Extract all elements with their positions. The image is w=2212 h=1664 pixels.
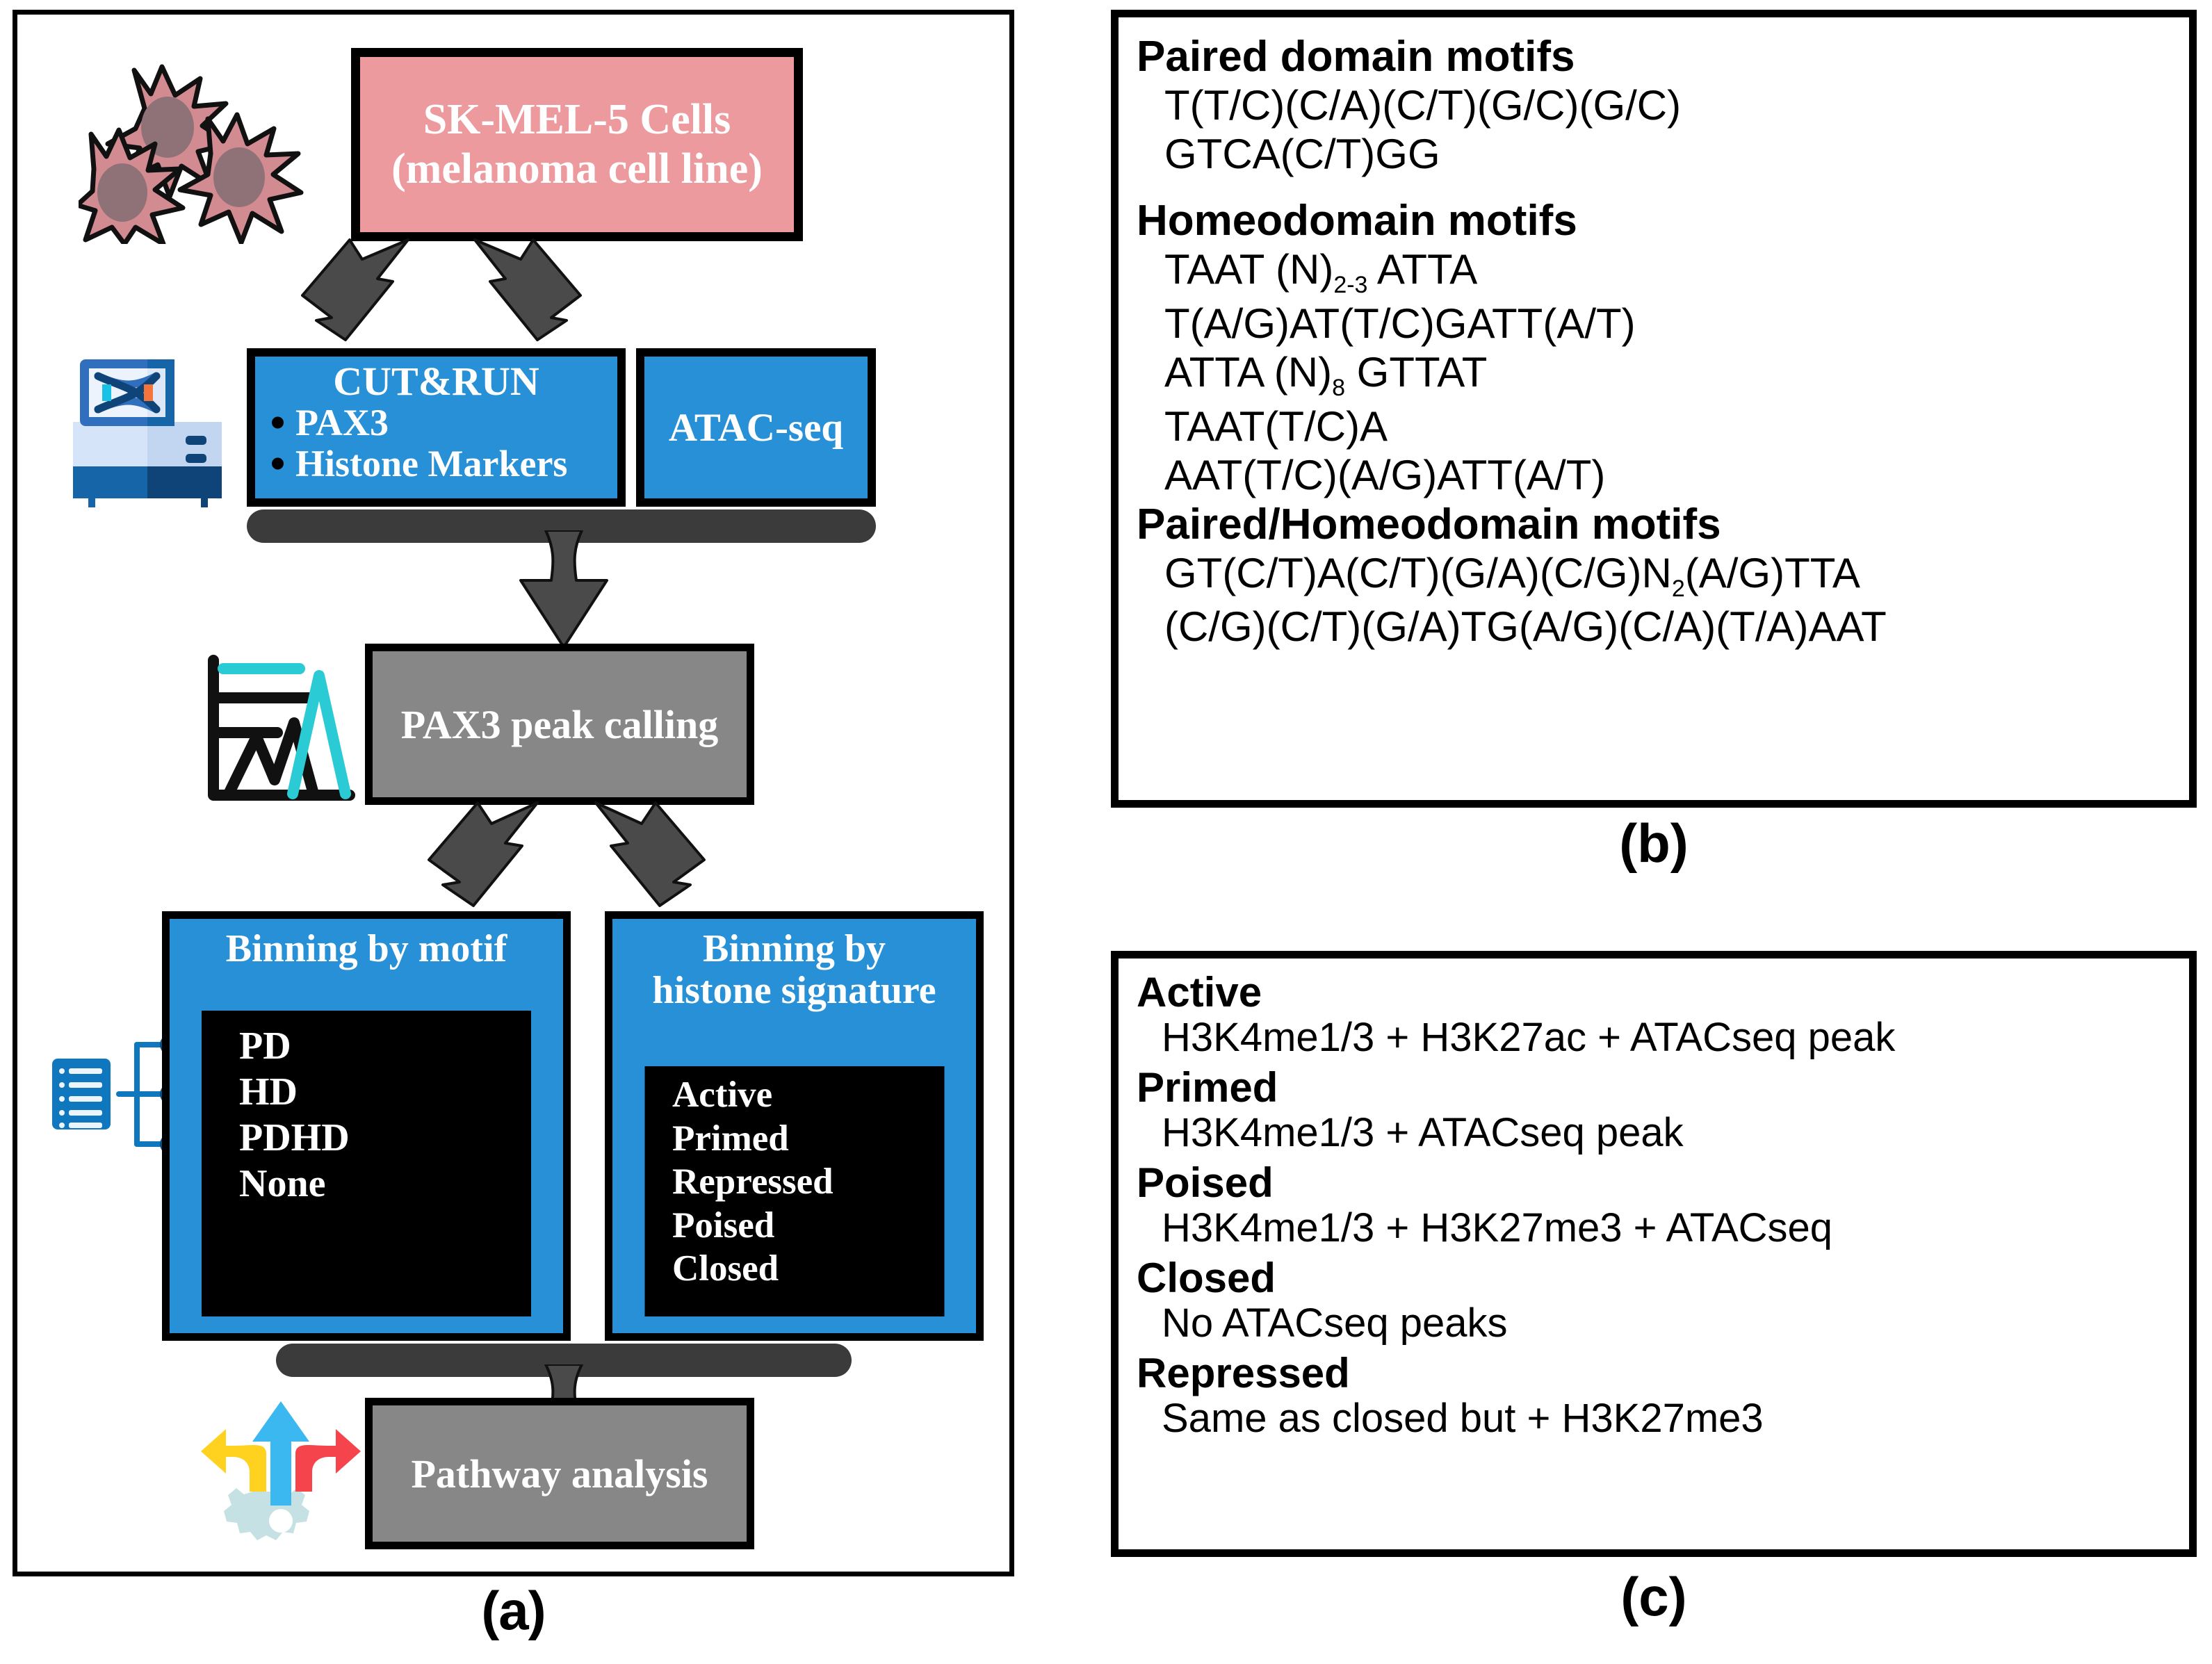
motif-group-heading-paired: Paired domain motifs bbox=[1137, 33, 1575, 81]
cells-icon bbox=[74, 42, 315, 247]
histone-state-def-primed: H3K4me1/3 + ATACseq peak bbox=[1162, 1109, 1684, 1155]
histone-bin-active: Active bbox=[672, 1075, 773, 1115]
sequencer-icon bbox=[67, 355, 227, 508]
binning-by-motif-inner: PD HD PDHD None bbox=[202, 1011, 531, 1316]
pathway-analysis-title: Pathway analysis bbox=[411, 1451, 708, 1496]
histone-state-name-poised: Poised bbox=[1137, 1159, 1274, 1206]
binning-by-histone-box: Binning by histone signature Active Prim… bbox=[605, 911, 984, 1341]
pathway-analysis-box: Pathway analysis bbox=[365, 1398, 754, 1549]
source-cell-line1: SK-MEL-5 Cells bbox=[423, 96, 731, 144]
histone-state-poised: Poised H3K4me1/3 + H3K27me3 + ATACseq bbox=[1137, 1159, 2171, 1251]
binning-by-histone-list: Active Primed Repressed Poised Closed bbox=[644, 1066, 944, 1291]
peak-chart-icon bbox=[197, 651, 358, 810]
histone-bin-closed: Closed bbox=[672, 1248, 779, 1289]
motif-homeo-4: TAAT(T/C)A bbox=[1164, 403, 1388, 450]
motif-paired-homeo-1: GT(C/T)A(C/T)(G/A)(C/G)N2(A/G)TTA bbox=[1164, 549, 1860, 602]
panel-b-caption: (b) bbox=[1619, 813, 1689, 874]
split-arrow-to-binning bbox=[428, 801, 706, 907]
motif-homeo-2: T(A/G)AT(T/C)GATT(A/T) bbox=[1164, 300, 1636, 348]
histone-state-primed: Primed H3K4me1/3 + ATACseq peak bbox=[1137, 1063, 2171, 1156]
histone-state-name-active: Active bbox=[1137, 969, 1262, 1015]
motif-bin-hd: HD bbox=[239, 1070, 298, 1114]
histone-bin-repressed: Repressed bbox=[672, 1161, 833, 1202]
source-cell-box: SK-MEL-5 Cells (melanoma cell line) bbox=[351, 48, 803, 241]
histone-state-closed: Closed No ATACseq peaks bbox=[1137, 1255, 2171, 1346]
split-arrow-to-assays bbox=[301, 238, 582, 341]
arrow-to-peak-calling bbox=[519, 530, 608, 649]
binning-by-histone-title-line1: Binning by bbox=[702, 927, 886, 970]
peak-calling-title: PAX3 peak calling bbox=[400, 701, 719, 747]
panel-c-caption: (c) bbox=[1620, 1566, 1687, 1627]
histone-state-def-repressed: Same as closed but + H3K27me3 bbox=[1162, 1395, 1764, 1441]
binning-by-histone-title-line2: histone signature bbox=[652, 968, 936, 1012]
panel-c: Active H3K4me1/3 + H3K27ac + ATACseq pea… bbox=[1111, 951, 2197, 1557]
histone-state-def-active: H3K4me1/3 + H3K27ac + ATACseq peak bbox=[1162, 1015, 1896, 1060]
binning-by-motif-list: PD HD PDHD None bbox=[202, 1011, 531, 1207]
panel-b: Paired domain motifs T(T/C)(C/A)(C/T)(G/… bbox=[1111, 10, 2197, 808]
spacer bbox=[1137, 179, 2171, 197]
assay-cutrun-item-histone: Histone Markers bbox=[269, 443, 617, 484]
motif-paired-2: GTCA(C/T)GG bbox=[1164, 131, 1440, 178]
binning-by-motif-title: Binning by motif bbox=[225, 927, 507, 970]
binning-by-motif-box: Binning by motif PD HD PDHD None bbox=[162, 911, 571, 1341]
motif-homeo-3: ATTA (N)8 GTTAT bbox=[1164, 349, 1488, 402]
motif-bin-pdhd: PDHD bbox=[239, 1116, 350, 1160]
binning-by-histone-title: Binning by histone signature bbox=[612, 919, 976, 1012]
peak-calling-box: PAX3 peak calling bbox=[365, 644, 754, 805]
panel-a: SK-MEL-5 Cells (melanoma cell line) bbox=[13, 10, 1014, 1576]
histone-state-name-closed: Closed bbox=[1137, 1254, 1276, 1301]
histone-state-def-closed: No ATACseq peaks bbox=[1162, 1300, 1508, 1346]
motif-homeo-5: AAT(T/C)(A/G)ATT(A/T) bbox=[1164, 452, 1606, 499]
source-cell-line2: (melanoma cell line) bbox=[391, 145, 763, 193]
histone-state-def-poised: H3K4me1/3 + H3K27me3 + ATACseq bbox=[1162, 1205, 1833, 1250]
histone-bin-primed: Primed bbox=[672, 1118, 789, 1159]
histone-state-name-primed: Primed bbox=[1137, 1063, 1278, 1111]
assay-cutrun-list: PAX3 Histone Markers bbox=[255, 402, 617, 484]
binning-by-histone-inner: Active Primed Repressed Poised Closed bbox=[644, 1066, 944, 1316]
assay-cutrun-box: CUT&RUN PAX3 Histone Markers bbox=[247, 348, 626, 507]
motif-bin-none: None bbox=[239, 1162, 326, 1206]
pathway-arrows-icon bbox=[200, 1387, 363, 1551]
motif-bin-pd: PD bbox=[239, 1025, 291, 1068]
motif-paired-1: T(T/C)(C/A)(C/T)(G/C)(G/C) bbox=[1164, 82, 1682, 129]
histone-bin-poised: Poised bbox=[672, 1205, 775, 1246]
assay-atac-box: ATAC-seq bbox=[636, 348, 876, 507]
assay-cutrun-title: CUT&RUN bbox=[333, 359, 539, 404]
motif-paired-homeo-2: (C/G)(C/T)(G/A)TG(A/G)(C/A)(T/A)AAT bbox=[1164, 603, 1887, 651]
assay-atac-title: ATAC-seq bbox=[668, 405, 844, 450]
assay-cutrun-item-pax3: PAX3 bbox=[269, 402, 617, 443]
motif-group-heading-homeo: Homeodomain motifs bbox=[1137, 197, 1577, 245]
histone-state-repressed: Repressed Same as closed but + H3K27me3 bbox=[1137, 1349, 2171, 1442]
histone-state-active: Active H3K4me1/3 + H3K27ac + ATACseq pea… bbox=[1137, 970, 2171, 1061]
motif-group-heading-paired-homeo: Paired/Homeodomain motifs bbox=[1137, 500, 1721, 548]
panel-a-caption: (a) bbox=[481, 1580, 546, 1641]
histone-state-name-repressed: Repressed bbox=[1137, 1349, 1350, 1396]
motif-homeo-1: TAAT (N)2-3 ATTA bbox=[1164, 246, 1478, 299]
